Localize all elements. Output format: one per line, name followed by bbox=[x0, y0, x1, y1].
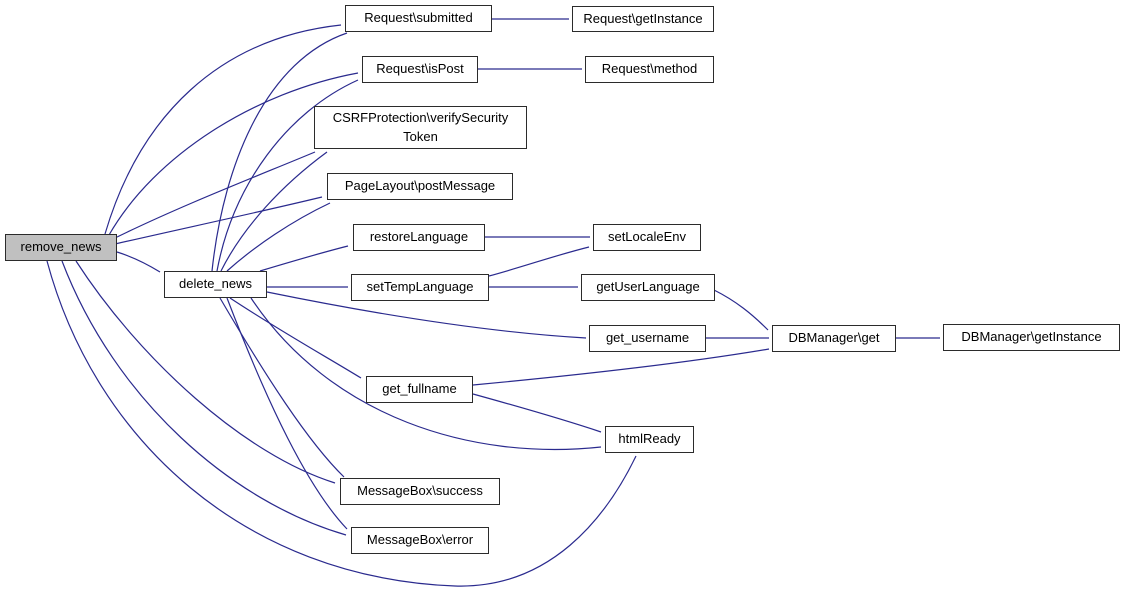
edge-delete_news-to-htmlready bbox=[250, 297, 602, 451]
node-remove_news[interactable]: remove_news bbox=[5, 234, 117, 261]
node-pagelayout_postmessage[interactable]: PageLayout\postMessage bbox=[327, 173, 513, 200]
edge-delete_news-to-messagebox_error bbox=[226, 297, 348, 530]
edge-delete_news-to-get_fullname bbox=[229, 297, 362, 379]
edge-remove_news-to-delete_news bbox=[116, 251, 161, 273]
edge-settemplanguage-to-setlocaleenv bbox=[488, 246, 590, 277]
node-restorelanguage[interactable]: restoreLanguage bbox=[353, 224, 485, 251]
edge-remove_news-to-request_ispost bbox=[108, 72, 359, 236]
edge-delete_news-to-messagebox_success bbox=[219, 297, 345, 478]
edge-delete_news-to-request_ispost bbox=[216, 79, 359, 272]
edge-delete_news-to-csrf_verifysecuritytoken bbox=[220, 151, 328, 272]
node-request_submitted[interactable]: Request\submitted bbox=[345, 5, 492, 32]
node-messagebox_success[interactable]: MessageBox\success bbox=[340, 478, 500, 505]
edge-remove_news-to-messagebox_success bbox=[75, 260, 336, 484]
node-request_getinstance[interactable]: Request\getInstance bbox=[572, 6, 714, 32]
node-htmlready[interactable]: htmlReady bbox=[605, 426, 694, 453]
edge-delete_news-to-request_submitted bbox=[211, 32, 348, 272]
node-setlocaleenv[interactable]: setLocaleEnv bbox=[593, 224, 701, 251]
node-dbmanager_get[interactable]: DBManager\get bbox=[772, 325, 896, 352]
edge-remove_news-to-htmlready bbox=[46, 260, 637, 587]
node-dbmanager_getinstance[interactable]: DBManager\getInstance bbox=[943, 324, 1120, 351]
edge-remove_news-to-csrf_verifysecuritytoken bbox=[112, 151, 316, 240]
edge-remove_news-to-pagelayout_postmessage bbox=[114, 196, 323, 245]
node-getuserlanguage[interactable]: getUserLanguage bbox=[581, 274, 715, 301]
node-delete_news[interactable]: delete_news bbox=[164, 271, 267, 298]
edge-remove_news-to-request_submitted bbox=[104, 24, 342, 235]
edge-delete_news-to-pagelayout_postmessage bbox=[226, 202, 331, 272]
edge-get_fullname-to-dbmanager_get bbox=[472, 348, 770, 386]
node-settemplanguage[interactable]: setTempLanguage bbox=[351, 274, 489, 301]
node-get_username[interactable]: get_username bbox=[589, 325, 706, 352]
edge-getuserlanguage-to-dbmanager_get bbox=[713, 289, 769, 331]
node-get_fullname[interactable]: get_fullname bbox=[366, 376, 473, 403]
edge-remove_news-to-messagebox_error bbox=[61, 260, 347, 536]
edge-delete_news-to-get_username bbox=[266, 291, 587, 339]
edge-delete_news-to-restorelanguage bbox=[259, 245, 349, 272]
node-request_ispost[interactable]: Request\isPost bbox=[362, 56, 478, 83]
node-csrf_verifysecuritytoken[interactable]: CSRFProtection\verifySecurity Token bbox=[314, 106, 527, 149]
node-messagebox_error[interactable]: MessageBox\error bbox=[351, 527, 489, 554]
node-request_method[interactable]: Request\method bbox=[585, 56, 714, 83]
edge-get_fullname-to-htmlready bbox=[472, 393, 602, 433]
